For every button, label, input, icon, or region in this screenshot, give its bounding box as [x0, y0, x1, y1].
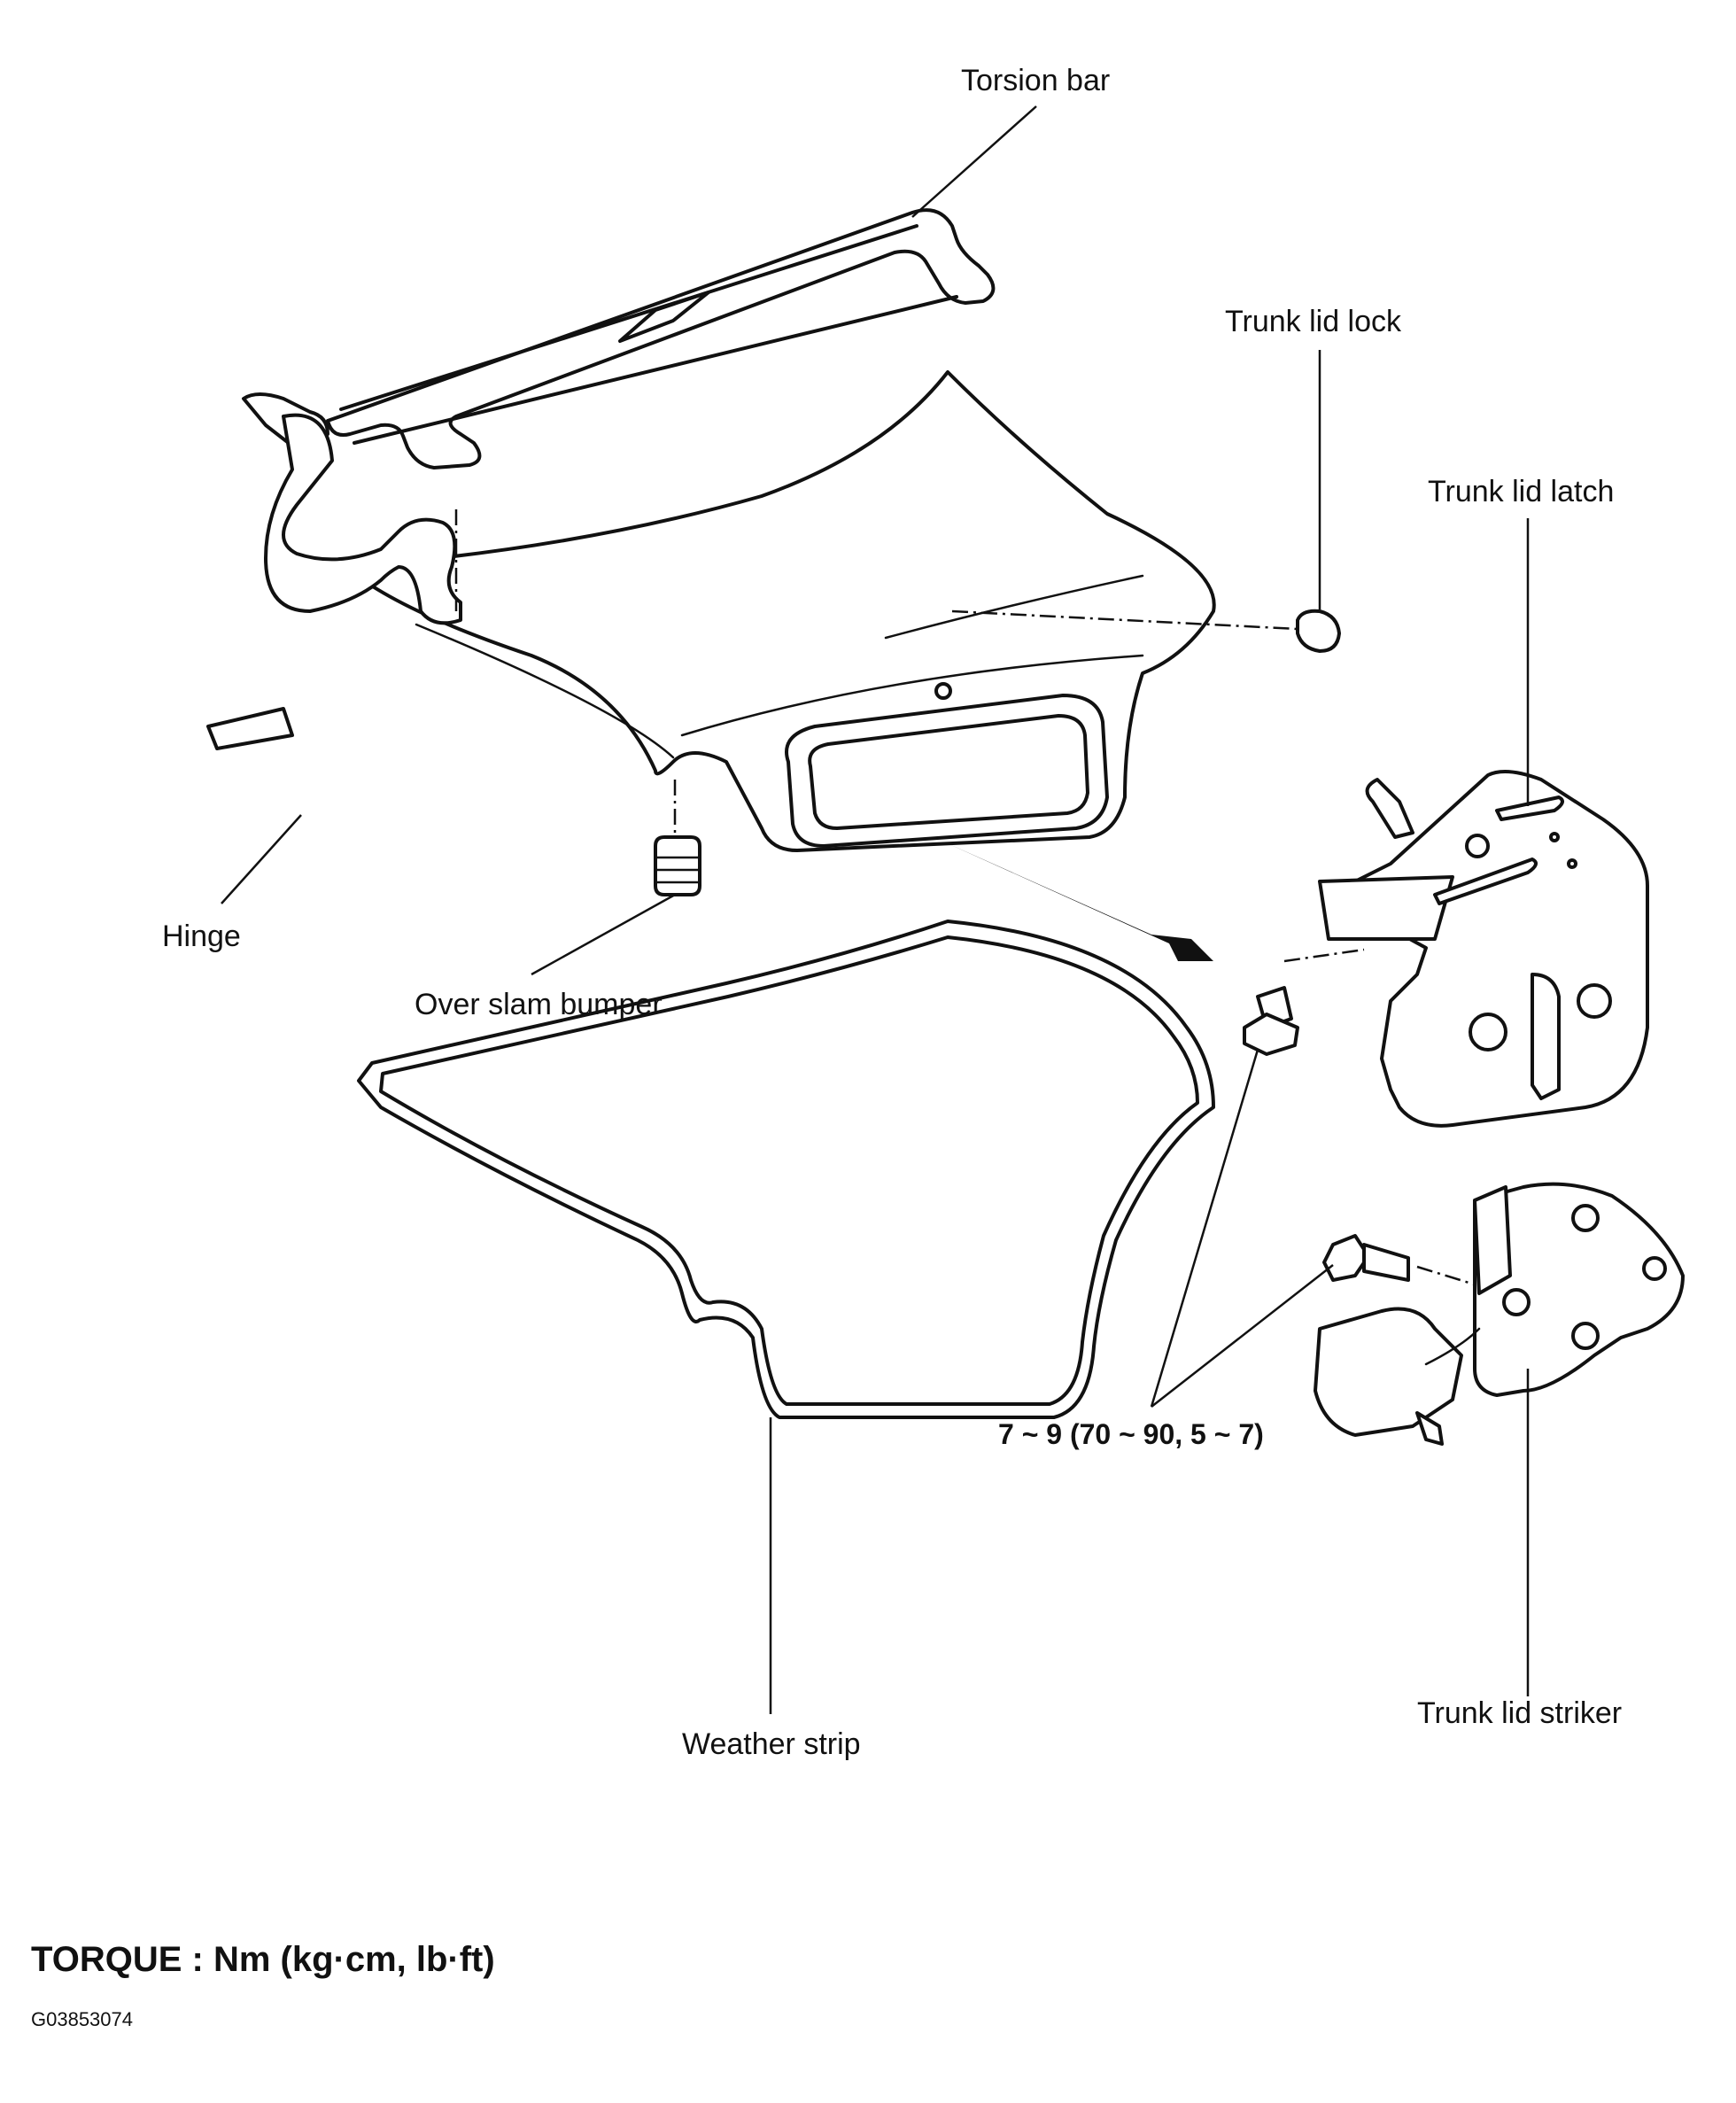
over-slam-bumper-label: Over slam bumper [415, 988, 663, 1021]
striker-bolt [1322, 1234, 1476, 1286]
trunk-lid-striker [1314, 1182, 1685, 1446]
trunk-lid [344, 370, 1216, 961]
hinge-label: Hinge [162, 920, 241, 953]
trunk-lid-lock-label: Trunk lid lock [1225, 305, 1402, 338]
hinge [206, 392, 462, 750]
figure-code: G03853074 [31, 2008, 133, 2030]
trunk-lid-lock [951, 609, 1341, 653]
torque-value-label: 7 ~ 9 (70 ~ 90, 5 ~ 7) [998, 1418, 1264, 1450]
torque-leader-latch [1150, 1049, 1259, 1408]
weather-strip-label: Weather strip [682, 1727, 861, 1761]
torsion-bar-label: Torsion bar [961, 64, 1110, 97]
bumper-leader [531, 893, 676, 976]
torsion-bar [326, 208, 996, 469]
hinge-leader [221, 814, 302, 904]
trunk-lid-striker-label: Trunk lid striker [1417, 1696, 1622, 1730]
weather-strip [357, 920, 1215, 1419]
torsion-bar-leader [911, 105, 1037, 218]
latch-bolt [1243, 948, 1365, 1056]
leader-lines [221, 105, 1530, 1714]
trunk-lid-latch [1318, 770, 1649, 1128]
torque-units-title: TORQUE : Nm (kg·cm, lb·ft) [31, 1940, 495, 1979]
trunk-lid-latch-label: Trunk lid latch [1428, 475, 1614, 508]
over-slam-bumper [654, 780, 701, 896]
torque-leader-striker [1151, 1264, 1334, 1408]
